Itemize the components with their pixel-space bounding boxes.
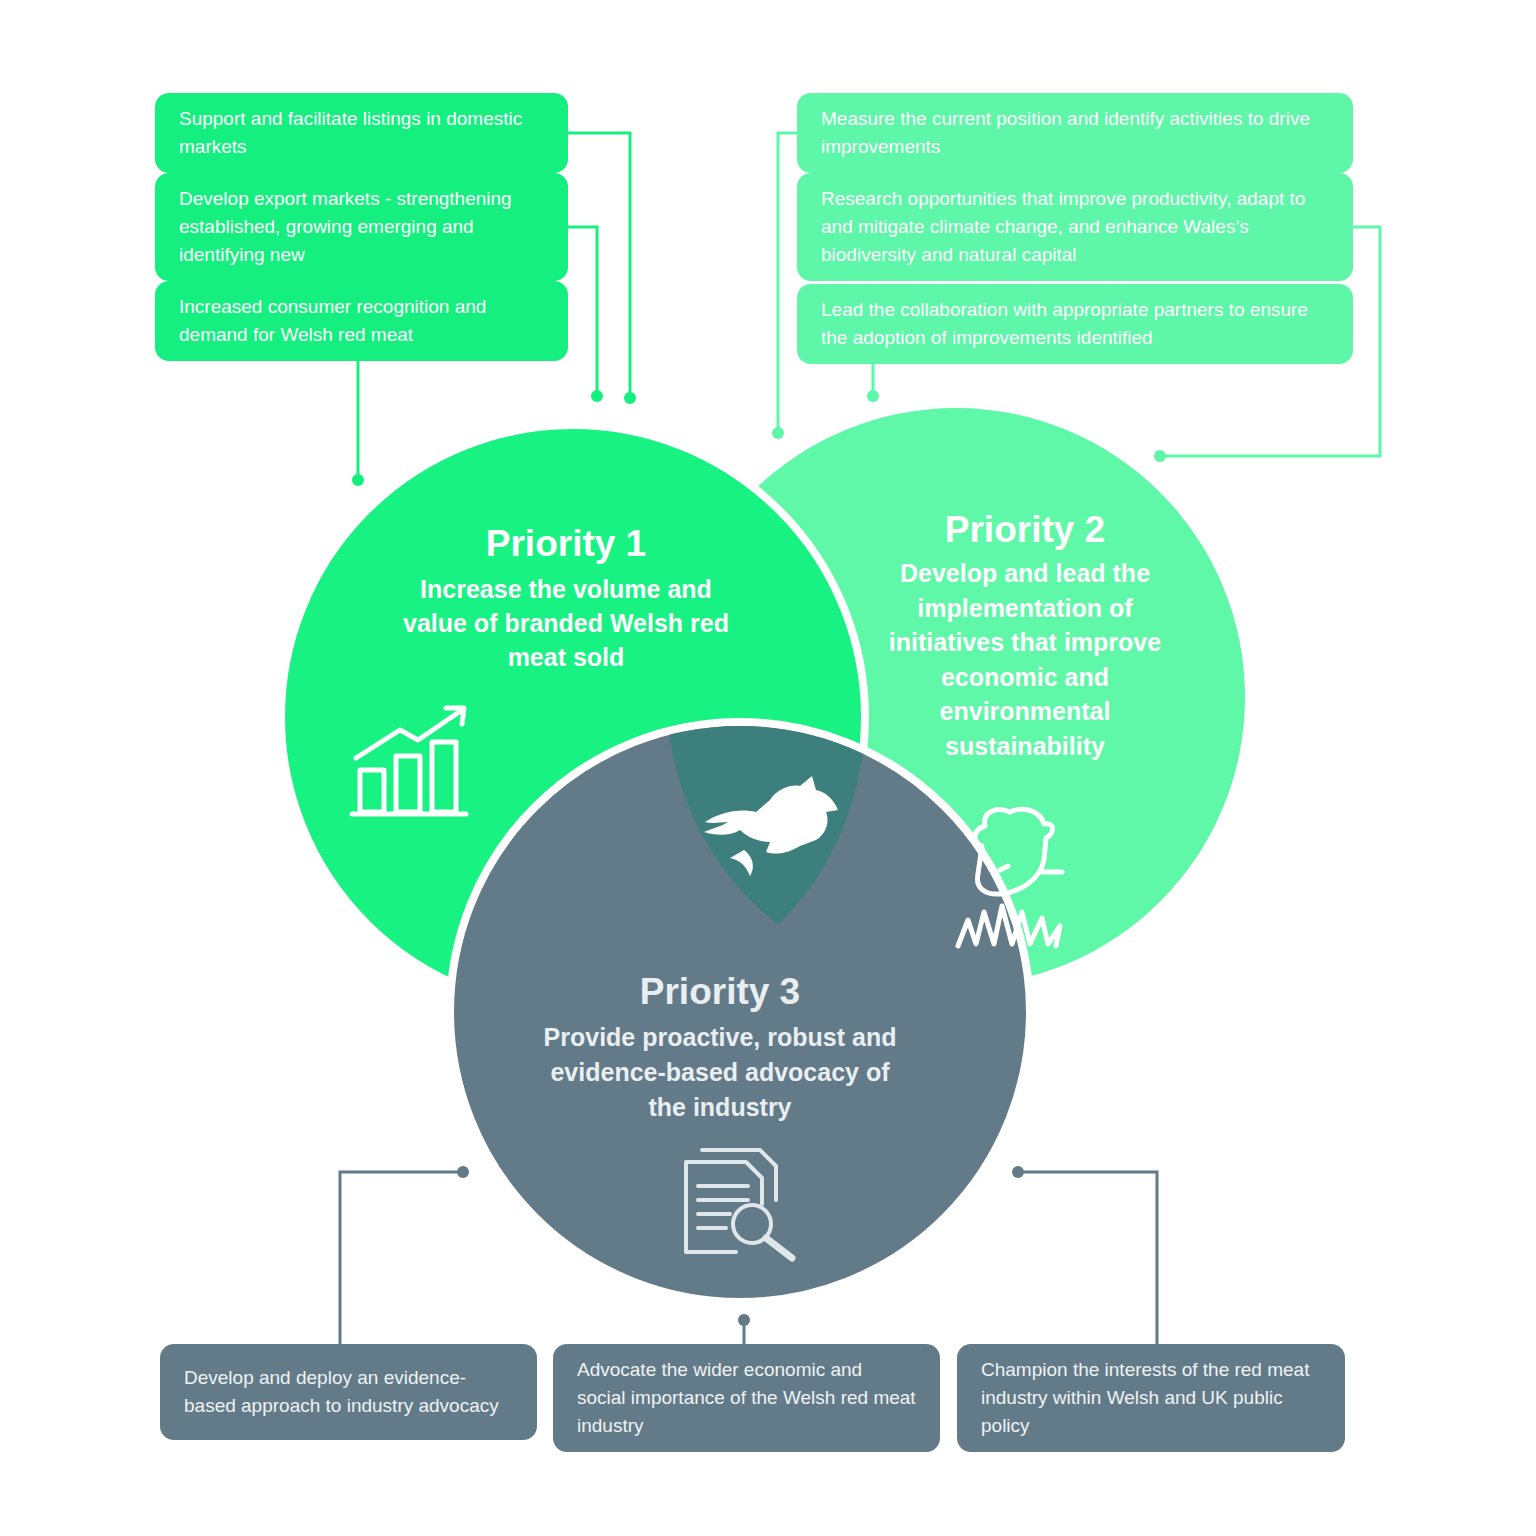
leader-connector	[340, 1166, 469, 1344]
objective-text: Develop and deploy an evidence-based app…	[184, 1364, 513, 1420]
priority-body: Develop and lead the implementation of i…	[885, 556, 1165, 763]
sheep-icon	[958, 809, 1062, 946]
leader-connector	[1012, 1166, 1157, 1344]
leader-dot	[624, 392, 636, 404]
chart-icon	[352, 708, 466, 814]
leader-dot	[1154, 450, 1166, 462]
objective-box: Advocate the wider economic and social i…	[553, 1344, 940, 1452]
leader-dot	[867, 390, 879, 402]
priority-circle: Priority 3 Provide proactive, robust and …	[450, 722, 1030, 1302]
leader-dot	[457, 1166, 469, 1178]
objective-text: Increased consumer recognition and deman…	[179, 293, 544, 349]
objective-box: Champion the interests of the red meat i…	[957, 1344, 1345, 1452]
circle-fill	[450, 722, 1030, 1302]
leader-connector	[772, 133, 797, 439]
leader-line	[340, 1172, 463, 1344]
center-overlap	[454, 726, 1026, 1298]
overlap-region	[454, 726, 1026, 1298]
leader-connector	[738, 1314, 750, 1344]
objective-box: Develop export markets - strengthening e…	[155, 173, 568, 281]
objective-text: Champion the interests of the red meat i…	[981, 1356, 1321, 1440]
priority-heading: Priority 1	[376, 522, 756, 566]
leader-line	[568, 227, 597, 396]
leader-connector	[568, 133, 636, 404]
leader-dot	[591, 390, 603, 402]
objective-text: Advocate the wider economic and social i…	[577, 1356, 916, 1440]
objective-box: Research opportunities that improve prod…	[797, 173, 1353, 281]
priority-body: Provide proactive, robust and evidence-b…	[535, 1020, 905, 1125]
priority-heading: Priority 2	[875, 508, 1175, 552]
objective-text: Lead the collaboration with appropriate …	[821, 296, 1329, 352]
document-search-icon	[686, 1150, 792, 1258]
objective-text: Develop export markets - strengthening e…	[179, 185, 544, 269]
leader-line	[568, 133, 630, 398]
leader-dot	[772, 427, 784, 439]
leader-line	[357, 361, 360, 480]
leader-connector	[867, 364, 879, 402]
leader-line	[1018, 1172, 1157, 1344]
objective-box: Measure the current position and identif…	[797, 93, 1353, 173]
objective-box: Increased consumer recognition and deman…	[155, 281, 568, 361]
objective-text: Research opportunities that improve prod…	[821, 185, 1329, 269]
leader-dot	[738, 1314, 750, 1326]
objective-text: Support and facilitate listings in domes…	[179, 105, 544, 161]
objective-box: Lead the collaboration with appropriate …	[797, 284, 1353, 364]
objective-box: Support and facilitate listings in domes…	[155, 93, 568, 173]
leader-connector	[568, 227, 603, 402]
dragon-logo	[704, 776, 838, 876]
priority-body: Increase the volume and value of branded…	[391, 572, 741, 674]
priority-heading: Priority 3	[530, 970, 910, 1014]
leader-connector	[352, 361, 364, 486]
leader-dot	[352, 474, 364, 486]
objective-box: Develop and deploy an evidence-based app…	[160, 1344, 537, 1440]
leader-line	[778, 133, 797, 433]
leader-dot	[1012, 1166, 1024, 1178]
objective-text: Measure the current position and identif…	[821, 105, 1329, 161]
